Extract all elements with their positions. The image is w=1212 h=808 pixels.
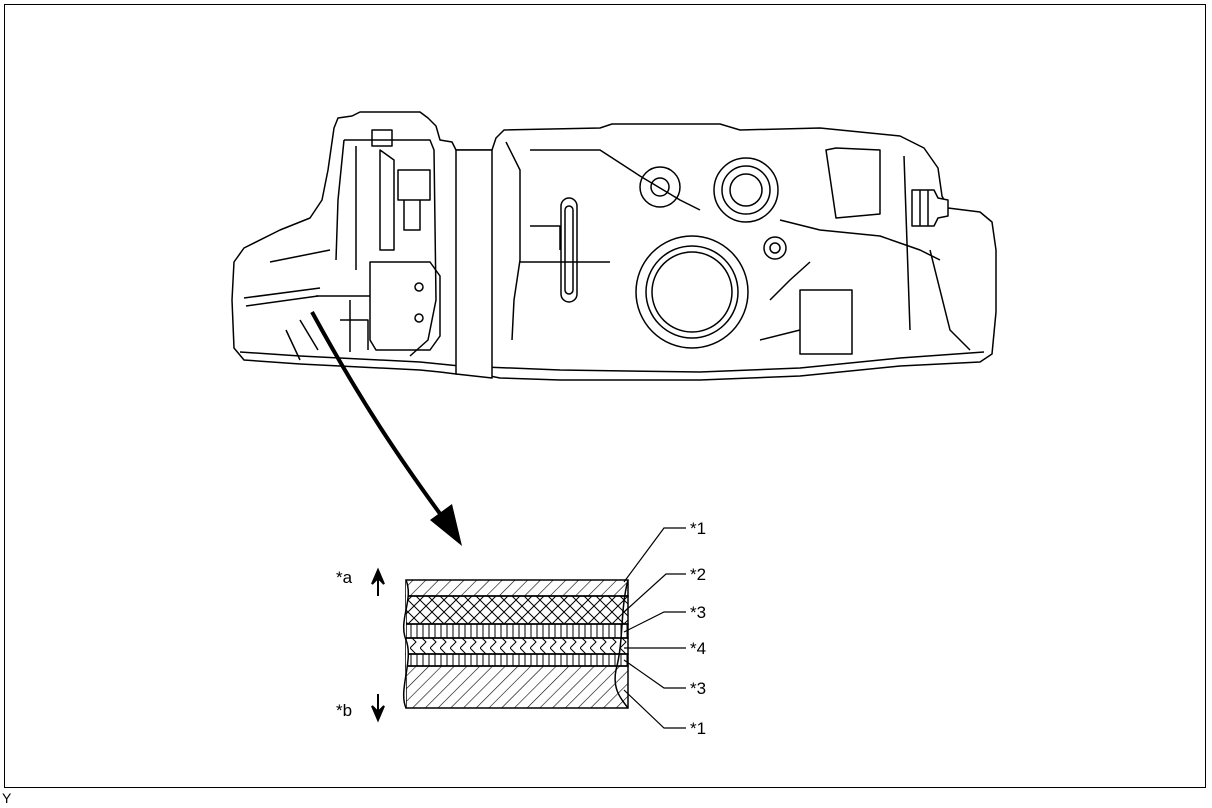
callout-label: *2 (690, 565, 706, 584)
pump-opening-outer (635, 235, 749, 349)
callout-label: *1 (690, 719, 706, 738)
leader-2 (623, 573, 686, 613)
layer-adhesive-top (405, 623, 629, 639)
layer-barrier (405, 637, 629, 655)
vertical-slot (560, 197, 578, 303)
bolt-hole-upper (414, 282, 424, 292)
port-small-outer (639, 166, 681, 208)
callout-label: *3 (690, 679, 706, 698)
layer-adhesive-bottom (405, 653, 629, 667)
tank-strap-band (455, 149, 493, 379)
port-medium-ring (721, 165, 771, 215)
wall-cross-section (402, 579, 629, 709)
pump-opening-ring (645, 245, 739, 339)
filler-nipple-ribs (919, 190, 929, 226)
arrow-up-icon (371, 567, 385, 596)
left-lower-detail (316, 261, 441, 352)
port-medium-outer (713, 157, 779, 223)
leader-3-top (623, 611, 686, 633)
fuel-tank-illustration (231, 111, 997, 381)
left-section-detail (335, 129, 437, 357)
section-break-right (614, 579, 629, 709)
right-contour-lines (903, 155, 971, 351)
port-small-inner (650, 177, 670, 197)
right-ribs (759, 147, 941, 355)
leader-1-bottom (623, 689, 686, 729)
vertical-slot-inner (564, 205, 574, 295)
figure-code: Y (2, 790, 12, 806)
arrow-down-icon (371, 694, 385, 723)
section-callout-arrow (310, 311, 454, 532)
callout-label: *3 (690, 603, 706, 622)
tank-outline (231, 111, 997, 381)
layer-outer-top (405, 579, 629, 597)
section-callout-arrowhead (430, 504, 462, 546)
bolt-hole-lower (414, 313, 424, 323)
pump-opening-inner (651, 251, 733, 333)
direction-label-bottom: *b (336, 701, 352, 720)
left-contour-lines (243, 249, 331, 361)
layer-regrind (405, 595, 629, 625)
port-medium-inner (729, 173, 763, 207)
port-tiny-outer (763, 236, 787, 260)
callout-leaders (623, 527, 686, 729)
callout-label: *1 (690, 519, 706, 538)
direction-label-top: *a (336, 568, 353, 587)
diagram-frame (4, 4, 1206, 788)
leader-3-bottom (623, 659, 686, 689)
layer-outer-bottom (405, 665, 629, 709)
callout-label: *4 (690, 639, 706, 658)
section-break-left (402, 579, 410, 709)
port-tiny-inner (769, 242, 781, 254)
center-ribs (505, 141, 701, 341)
leader-1-top (623, 527, 686, 583)
